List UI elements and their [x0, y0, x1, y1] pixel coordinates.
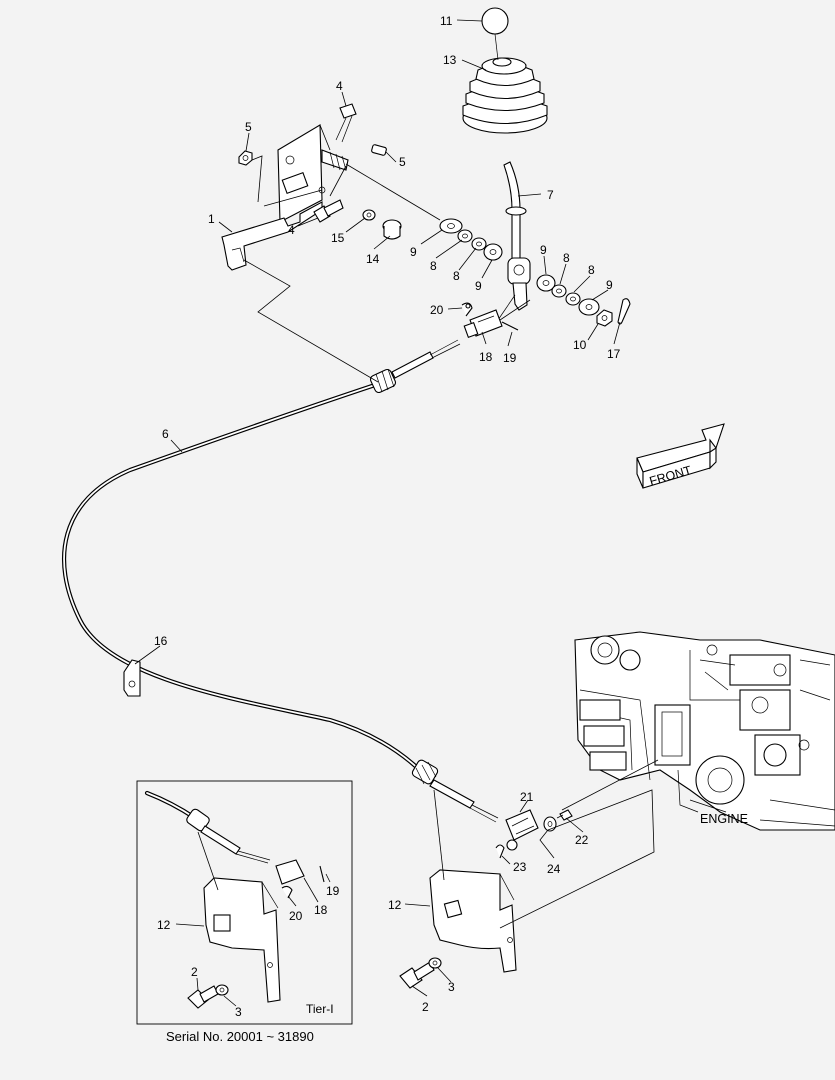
serial-caption: Serial No. 20001 ~ 31890	[166, 1029, 314, 1044]
callout-4-top: 4	[336, 79, 343, 93]
callout-20-top: 20	[430, 303, 444, 317]
callout-11: 11	[440, 14, 453, 28]
bolt-4-top	[335, 103, 357, 143]
cotter-pin-17	[617, 298, 631, 325]
shift-lever	[497, 161, 531, 321]
clevis-21	[505, 809, 539, 841]
callout-15: 15	[331, 231, 345, 245]
callout-7: 7	[547, 188, 554, 202]
callout-8-a: 8	[430, 259, 437, 273]
cable-bracket-12-right	[429, 869, 517, 973]
callout-5-right: 5	[399, 155, 406, 169]
callout-16: 16	[154, 634, 168, 648]
lever-bracket	[221, 124, 349, 271]
pin-22	[556, 809, 573, 821]
callout-numbers: 11 13 4 5 5 7 1 4 15 14 9 8 8 9 9 8 8 9 …	[154, 14, 621, 1019]
callout-21: 21	[520, 790, 534, 804]
leader-lines	[134, 19, 727, 1007]
callout-9-b: 9	[475, 279, 482, 293]
callout-24: 24	[547, 862, 561, 876]
callout-10: 10	[573, 338, 587, 352]
washer-24	[506, 816, 557, 851]
callout-2-right: 2	[422, 1000, 429, 1014]
pin-19-top	[501, 321, 519, 331]
bolt-4-bottom	[313, 199, 344, 223]
callout-2-inset: 2	[191, 965, 198, 979]
callout-13: 13	[443, 53, 457, 67]
callout-22: 22	[575, 833, 589, 847]
front-direction-arrow[interactable]: FRONT	[636, 423, 725, 489]
tier-inset	[136, 780, 353, 1025]
callout-14: 14	[366, 252, 380, 266]
callout-23: 23	[513, 860, 527, 874]
control-cable	[61, 339, 499, 823]
callout-5-left: 5	[245, 120, 252, 134]
callout-8-b: 8	[453, 269, 460, 283]
callout-4-bottom: 4	[288, 223, 295, 237]
callout-18-top: 18	[479, 350, 493, 364]
callout-9-d: 9	[606, 278, 613, 292]
callout-18-inset: 18	[314, 903, 328, 917]
callout-9-a: 9	[410, 245, 417, 259]
callout-8-d: 8	[588, 263, 595, 277]
pin-5-right	[371, 144, 387, 156]
callout-3-right: 3	[448, 980, 455, 994]
bolt-2-right	[399, 961, 435, 989]
clevis-18-top	[463, 309, 503, 339]
callout-19-top: 19	[503, 351, 517, 365]
tier-label: Tier-I	[306, 1002, 334, 1016]
washer-stack-left	[439, 218, 503, 261]
nut-5-left	[238, 150, 253, 166]
callout-9-c: 9	[540, 243, 547, 257]
callout-12-inset: 12	[157, 918, 171, 932]
callout-6: 6	[162, 427, 169, 441]
engine-illustration	[574, 631, 835, 831]
clip-23	[495, 844, 505, 859]
callout-20-inset: 20	[289, 909, 303, 923]
shift-knob	[481, 7, 509, 35]
washer-15	[362, 209, 376, 221]
callout-1: 1	[208, 212, 215, 226]
washer-stack-right	[536, 274, 613, 327]
callout-19-inset: 19	[326, 884, 340, 898]
pin-14	[382, 219, 402, 240]
washer-3-right	[428, 957, 442, 969]
callout-12-right: 12	[388, 898, 402, 912]
shift-boot	[462, 33, 548, 134]
clip-20-top	[461, 302, 473, 317]
callout-8-c: 8	[563, 251, 570, 265]
engine-label: ENGINE	[700, 812, 748, 826]
callout-3-inset: 3	[235, 1005, 242, 1019]
callout-17: 17	[607, 347, 621, 361]
